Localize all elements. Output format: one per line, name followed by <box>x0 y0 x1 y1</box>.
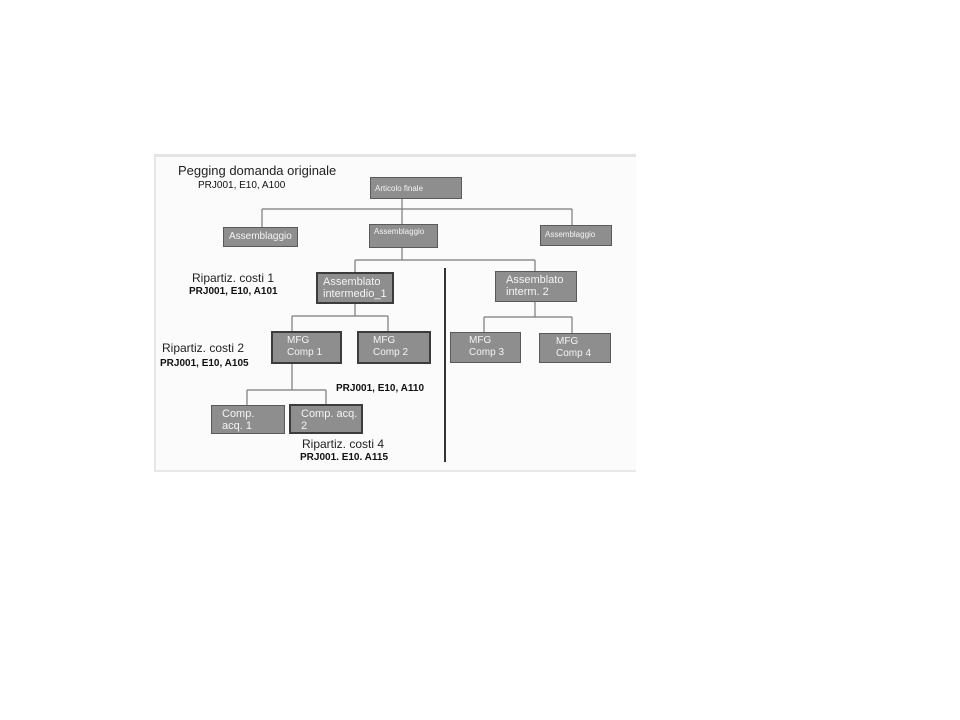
node-mfg-comp-4[interactable]: MFG Comp 4 <box>539 333 611 363</box>
pegging-title: Pegging domanda originale <box>178 163 337 178</box>
node-assemblaggio-left[interactable]: Assemblaggio <box>223 227 298 247</box>
node-assemblato-interm-2[interactable]: Assemblato interm. 2 <box>495 271 577 302</box>
node-assemblaggio-mid[interactable]: Assemblaggio <box>369 224 438 248</box>
cost-allocation-2-code: PRJ001, E10, A105 <box>160 358 249 369</box>
node-assemblaggio-right[interactable]: Assemblaggio <box>540 225 612 246</box>
cost-allocation-1-title: Ripartiz. costi 1 <box>192 271 275 285</box>
node-mfg-comp-3[interactable]: MFG Comp 3 <box>450 332 521 363</box>
node-mfg-comp-2[interactable]: MFG Comp 2 <box>357 331 431 364</box>
mid-code-label: PRJ001, E10, A110 <box>336 383 425 394</box>
cost-allocation-4-title: Ripartiz. costi 4 <box>302 437 385 451</box>
node-comp-acq-1[interactable]: Comp. acq. 1 <box>211 405 285 434</box>
node-comp-acq-2[interactable]: Comp. acq. 2 <box>289 404 363 434</box>
cost-allocation-4-code: PRJ001. E10. A115 <box>300 452 389 463</box>
node-assemblato-intermedio-1[interactable]: Assemblato intermedio_1 <box>316 272 394 304</box>
node-articolo-finale[interactable]: Articolo finale <box>370 177 462 199</box>
pegging-code: PRJ001, E10, A100 <box>198 180 286 191</box>
cost-allocation-2-title: Ripartiz. costi 2 <box>162 341 245 355</box>
cost-allocation-1-code: PRJ001, E10, A101 <box>189 286 278 297</box>
node-mfg-comp-1[interactable]: MFG Comp 1 <box>271 331 342 364</box>
